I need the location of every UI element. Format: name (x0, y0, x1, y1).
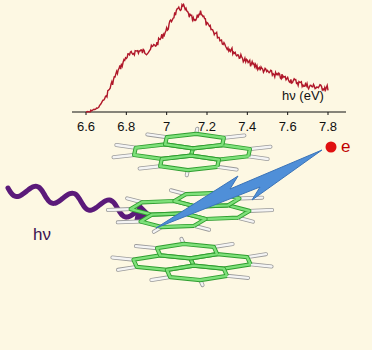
hydrogen-bond (147, 134, 166, 137)
carbon-ring (157, 244, 217, 258)
hydrogen-bond (227, 276, 248, 278)
hydrogen-bond (214, 244, 233, 247)
hydrogen-bond (118, 219, 141, 224)
tick-label: 6.6 (77, 120, 95, 133)
hydrogen-bond (116, 145, 135, 148)
hydrogen-bond (151, 277, 170, 280)
carbon-ring (165, 134, 224, 149)
hydrogen-bond (136, 246, 157, 248)
axis-tick (166, 112, 167, 115)
hydrogen-bond (217, 167, 236, 170)
carbon-ring (160, 156, 219, 171)
hydrogen-bond (227, 276, 248, 278)
hydrogen-bond (147, 134, 166, 137)
hydrogen-bond (114, 155, 135, 157)
carbon-ring (167, 266, 227, 280)
axis-tick (247, 112, 248, 115)
axis-title: hν (eV) (282, 89, 324, 102)
hydrogen-bond (251, 264, 272, 266)
axis-tick (207, 112, 208, 115)
hydrogen-bond (118, 267, 137, 270)
spectrum-curve (86, 5, 328, 112)
hydrogen-bond (118, 267, 137, 270)
tick-label: 7 (163, 120, 170, 133)
hydrogen-bond (151, 277, 170, 280)
hydrogen-bond (250, 147, 271, 149)
tick-label: 7.8 (319, 120, 337, 133)
hydrogen-bond (108, 207, 131, 212)
hydrogen-bond (248, 156, 267, 159)
tick-label: 7.2 (198, 120, 216, 133)
carbon-ring (167, 266, 227, 280)
hydrogen-bond (224, 135, 245, 137)
tick-label: 7.6 (279, 120, 297, 133)
hydrogen-bond (136, 246, 157, 248)
axis-tick (126, 112, 127, 115)
tick-label: 7.4 (238, 120, 256, 133)
hydrogen-bond (217, 167, 236, 170)
ionization-bolt (156, 150, 322, 228)
hydrogen-bond (249, 208, 272, 213)
hydrogen-bond (251, 264, 272, 266)
hydrogen-bond (118, 220, 141, 223)
hydrogen-bond (224, 135, 245, 137)
photon-label: hν (33, 226, 51, 243)
hydrogen-bond (112, 258, 133, 260)
pyrene-molecule (114, 129, 271, 175)
hydrogen-bond (249, 209, 272, 212)
hydrogen-bond (239, 196, 262, 201)
hydrogen-bond (116, 145, 135, 148)
hydrogen-bond (248, 156, 267, 159)
carbon-ring (160, 156, 219, 171)
hydrogen-bond (140, 166, 161, 168)
hydrogen-bond (108, 208, 131, 211)
pyrene-molecule (112, 239, 271, 285)
tick-label: 6.8 (117, 120, 135, 133)
electron-dot (326, 142, 337, 153)
electron-label: e (341, 138, 350, 155)
hydrogen-bond (140, 166, 161, 168)
hydrogen-bond (247, 254, 266, 257)
hydrogen-bond (112, 258, 133, 260)
hydrogen-bond (214, 244, 233, 247)
axis-line (72, 111, 346, 112)
photon-wave (8, 186, 136, 217)
axis-tick (328, 112, 329, 115)
hydrogen-bond (239, 196, 262, 199)
axis-tick (287, 112, 288, 115)
carbon-ring (165, 134, 224, 149)
hydrogen-bond (250, 147, 271, 149)
hydrogen-bond (247, 254, 266, 257)
carbon-ring (157, 244, 217, 258)
hydrogen-bond (114, 155, 135, 157)
